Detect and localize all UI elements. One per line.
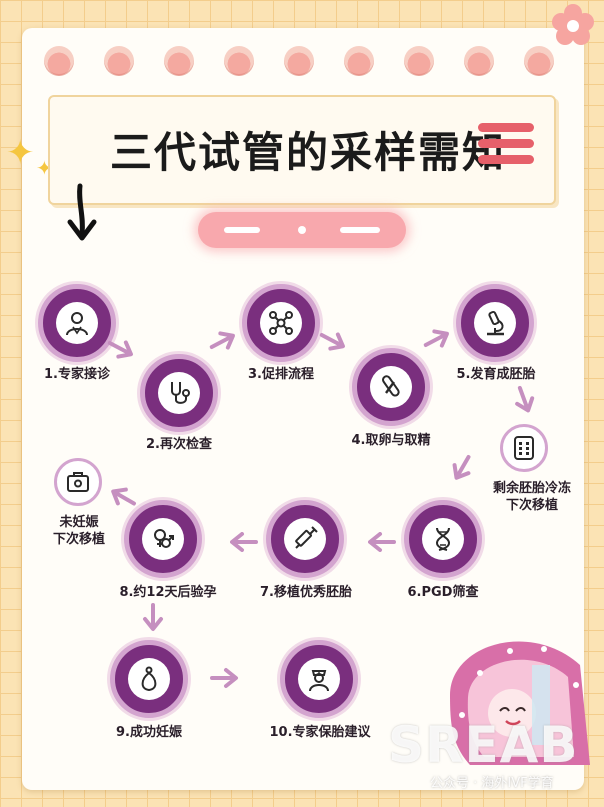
binder-hole	[404, 46, 434, 76]
step-4-node	[352, 348, 430, 426]
syringe-icon	[295, 526, 318, 549]
doctor-icon	[66, 312, 88, 336]
step-2-node	[140, 354, 218, 432]
title-stripes	[478, 123, 534, 171]
microscope-icon	[487, 310, 504, 336]
step-7-label: 7.移植优秀胚胎	[260, 585, 352, 600]
arrow-5-to-frozen	[508, 382, 542, 422]
arrow-8-to-9	[141, 603, 165, 637]
step-6-label: 6.PGD筛查	[407, 585, 479, 600]
arrow-8-to-not-pregnant	[100, 477, 141, 515]
binder-hole	[44, 46, 74, 76]
watermark-account: 公众号 · 海外IVF学育	[430, 776, 554, 791]
step-5-node	[456, 284, 534, 362]
step-6-node	[404, 500, 482, 578]
arrow-9-to-10	[210, 666, 244, 690]
binder-hole	[104, 46, 134, 76]
frozen-node	[500, 424, 548, 472]
not-pregnant-label: 未妊娠下次移植	[52, 515, 105, 547]
decorative-pill	[198, 212, 406, 248]
frozen-label: 剩余胚胎冷冻下次移植	[492, 481, 571, 513]
step-3-label: 3.促排流程	[248, 367, 314, 382]
not-pregnant-node	[54, 458, 102, 506]
stethoscope-icon	[171, 382, 190, 404]
watermark-brand: SREAB	[388, 716, 579, 774]
arrow-4-to-5	[418, 319, 459, 356]
gender-icon	[154, 529, 174, 548]
step-10-node	[280, 640, 358, 718]
step-1-node	[38, 284, 116, 362]
step-1-label: 1.专家接诊	[44, 367, 110, 382]
step-9-label: 9.成功妊娠	[116, 725, 182, 740]
flower-icon	[552, 4, 594, 45]
ribbon-illustration	[450, 641, 590, 765]
molecule-icon	[269, 311, 293, 335]
arrow-1-to-2	[102, 331, 143, 368]
arrow-7-to-8	[224, 530, 258, 554]
step-4-label: 4.取卵与取精	[351, 433, 431, 448]
step-8-node	[124, 500, 202, 578]
freezer-icon	[514, 436, 534, 460]
binder-hole	[524, 46, 554, 76]
binder-hole	[284, 46, 314, 76]
thermometer-icon	[382, 375, 400, 397]
nurse-icon	[309, 670, 329, 692]
step-8-label: 8.约12天后验孕	[119, 585, 217, 600]
binder-hole	[464, 46, 494, 76]
step-7-node	[266, 500, 344, 578]
step-5-label: 5.发育成胚胎	[456, 367, 536, 382]
binder-hole	[344, 46, 374, 76]
dna-icon	[435, 527, 451, 551]
down-arrow-icon	[67, 183, 97, 241]
pregnancy-icon	[141, 666, 157, 692]
arrow-3-to-4	[314, 323, 355, 360]
arrow-5-to-6	[442, 449, 480, 490]
step-2-label: 2.再次检查	[146, 437, 212, 452]
step-9-node	[110, 640, 188, 718]
step-3-node	[242, 284, 320, 362]
page-title: 三代试管的采样需知	[110, 128, 507, 177]
binder-hole	[224, 46, 254, 76]
arrow-2-to-3	[204, 321, 245, 358]
binder-hole	[164, 46, 194, 76]
step-10-label: 10.专家保胎建议	[269, 725, 371, 740]
medical-kit-icon	[67, 472, 89, 492]
title-box: 三代试管的采样需知	[48, 95, 556, 205]
arrow-6-to-7	[362, 530, 396, 554]
sparkle-icon: ✦	[6, 133, 35, 173]
